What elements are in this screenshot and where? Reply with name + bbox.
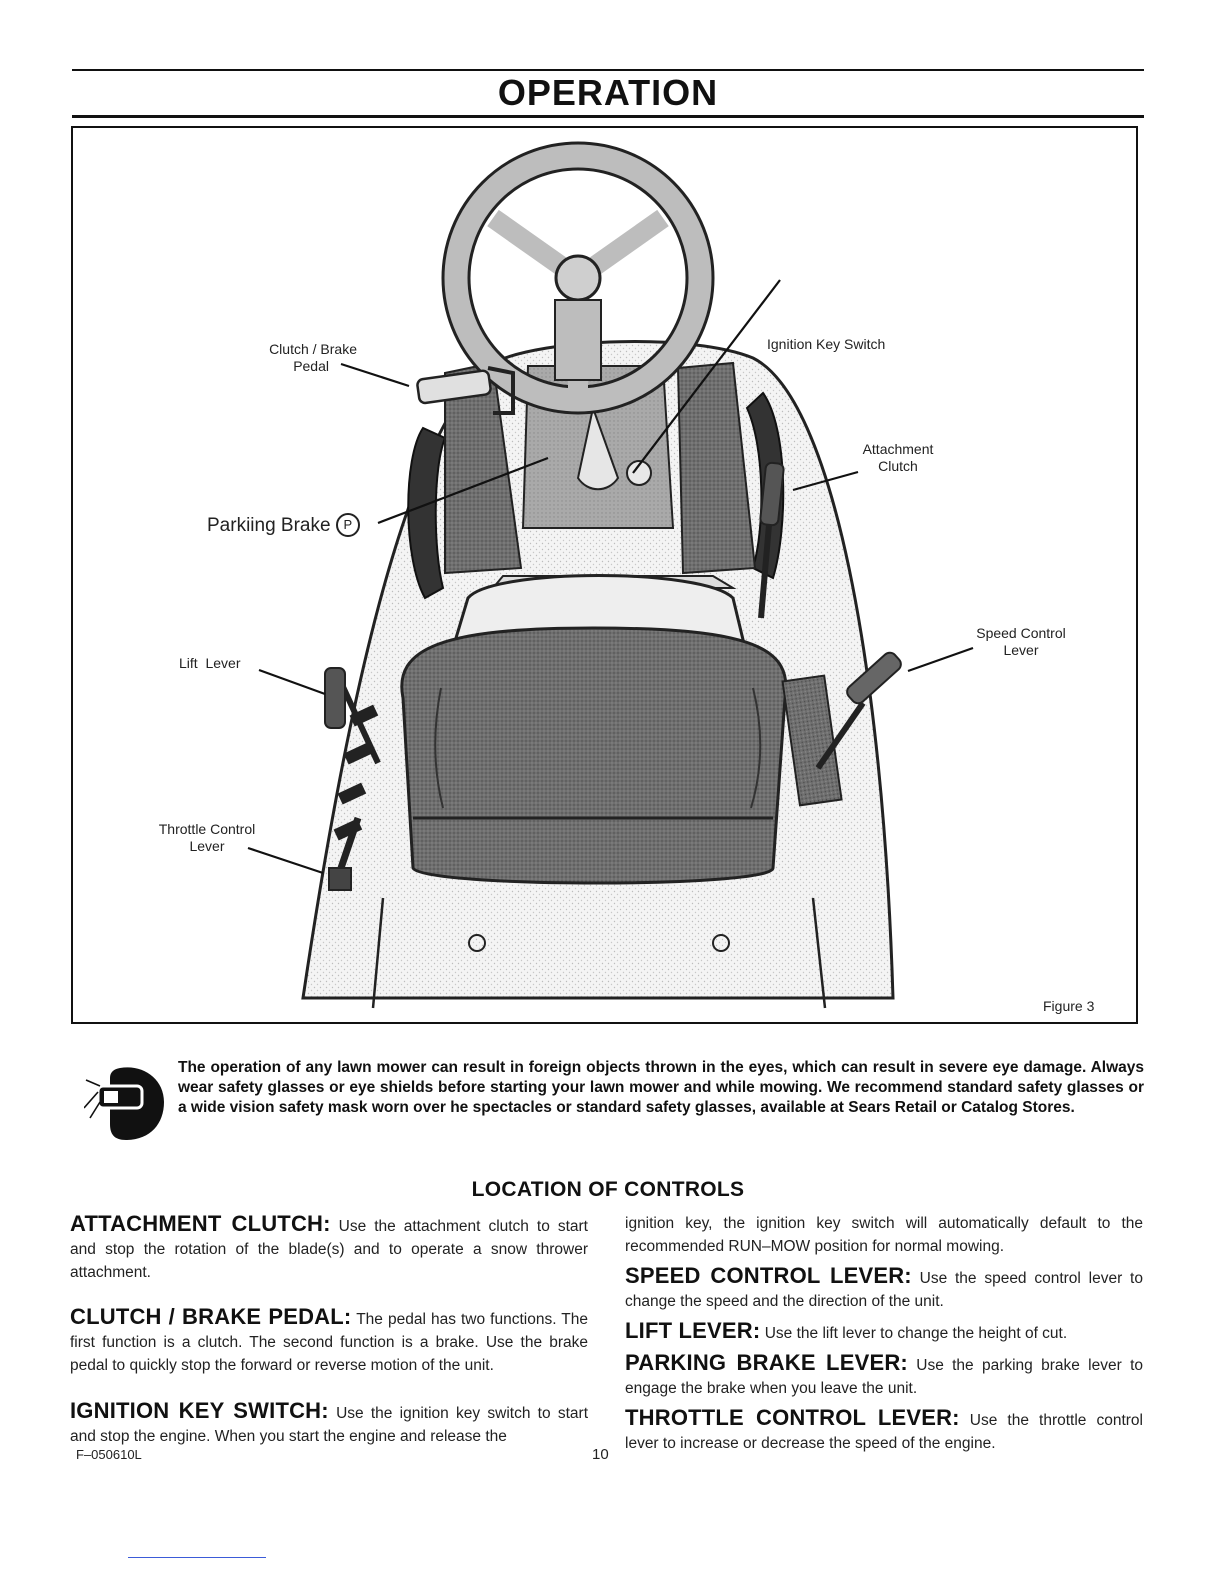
entry-body: ignition key, the ignition key switch wi… [625, 1215, 1143, 1255]
label-clutch-brake-line2: Pedal [293, 358, 329, 374]
top-rule [72, 69, 1144, 71]
page-title: OPERATION [497, 72, 719, 113]
speed-control-lever [815, 701, 866, 770]
label-ignition-key-switch: Ignition Key Switch [767, 336, 886, 352]
safety-goggles-icon [84, 1067, 164, 1140]
entry-ignition-key-switch: IGNITION KEY SWITCH: Use the ignition ke… [70, 1399, 588, 1448]
entry-body: Use the attachment clutch to start and s… [70, 1218, 588, 1281]
callout-leaders [247, 279, 974, 875]
entry-body: Use the lift lever to change the height … [764, 1325, 1068, 1342]
safety-warning-text: The operation of any lawn mower can resu… [178, 1059, 1144, 1116]
clutch-brake-pedal [416, 369, 492, 405]
label-speed-line2: Lever [1003, 642, 1039, 658]
entry-parking-brake-lever: PARKING BRAKE LEVER: Use the parking bra… [625, 1351, 1143, 1400]
document-code: F–050610L [76, 1447, 142, 1462]
ignition-switch-icon [626, 460, 652, 486]
entry-body: Use the speed control lever to change th… [625, 1270, 1143, 1310]
speed-control-slot [781, 674, 843, 807]
entry-heading: LIFT LEVER: [625, 1318, 761, 1343]
label-attachment-line2: Clutch [878, 458, 918, 474]
controls-left-column: ATTACHMENT CLUTCH: Use the attachment cl… [70, 1212, 588, 1448]
controls-right-column: ignition key, the ignition key switch wi… [625, 1212, 1143, 1455]
label-parking-brake: Parkiing Brake P [207, 513, 360, 537]
label-parking-brake-text: Parkiing Brake [207, 515, 331, 536]
label-speed-line1: Speed Control [976, 625, 1066, 641]
steering-wheel [441, 141, 715, 415]
entry-heading: ATTACHMENT CLUTCH: [70, 1211, 331, 1236]
entry-heading: THROTTLE CONTROL LEVER: [625, 1405, 960, 1430]
bottom-rule [128, 1557, 266, 1558]
safety-warning: The operation of any lawn mower can resu… [84, 1058, 1144, 1148]
figure-caption: Figure 3 [1043, 998, 1095, 1014]
label-attachment-line1: Attachment [862, 441, 934, 457]
entry-body: Use the throttle control lever to increa… [625, 1412, 1143, 1452]
tractor-illustration [247, 141, 974, 1009]
label-throttle-line1: Throttle Control [158, 821, 256, 837]
entry-lift-lever: LIFT LEVER: Use the lift lever to change… [625, 1319, 1143, 1345]
label-throttle-line2: Lever [189, 838, 225, 854]
seat [400, 626, 788, 885]
entry-heading: CLUTCH / BRAKE PEDAL: [70, 1304, 352, 1329]
parking-brake-symbol-icon: P [335, 513, 360, 537]
entry-speed-control-lever: SPEED CONTROL LEVER: Use the speed contr… [625, 1264, 1143, 1313]
entry-clutch-brake-pedal: CLUTCH / BRAKE PEDAL: The pedal has two … [70, 1305, 588, 1377]
page-number: 10 [592, 1446, 609, 1463]
entry-body: Use the parking brake lever to engage th… [625, 1357, 1143, 1397]
entry-heading: PARKING BRAKE LEVER: [625, 1350, 908, 1375]
left-rear-tire [407, 426, 447, 600]
label-clutch-brake-line1: Clutch / Brake [269, 341, 357, 357]
title-underline [72, 115, 1144, 118]
entry-ignition-continued: ignition key, the ignition key switch wi… [625, 1212, 1143, 1258]
entry-throttle-control-lever: THROTTLE CONTROL LEVER: Use the throttle… [625, 1406, 1143, 1455]
entry-heading: IGNITION KEY SWITCH: [70, 1398, 329, 1423]
entry-body: The pedal has two functions. The first f… [70, 1311, 588, 1374]
entry-body: Use the ignition key switch to start and… [70, 1405, 589, 1445]
label-lift-lever: Lift Lever [179, 655, 241, 671]
throttle-lever [337, 816, 362, 870]
entry-heading: SPEED CONTROL LEVER: [625, 1263, 912, 1288]
location-of-controls-title: LOCATION OF CONTROLS [471, 1178, 745, 1201]
entry-attachment-clutch: ATTACHMENT CLUTCH: Use the attachment cl… [70, 1212, 588, 1284]
